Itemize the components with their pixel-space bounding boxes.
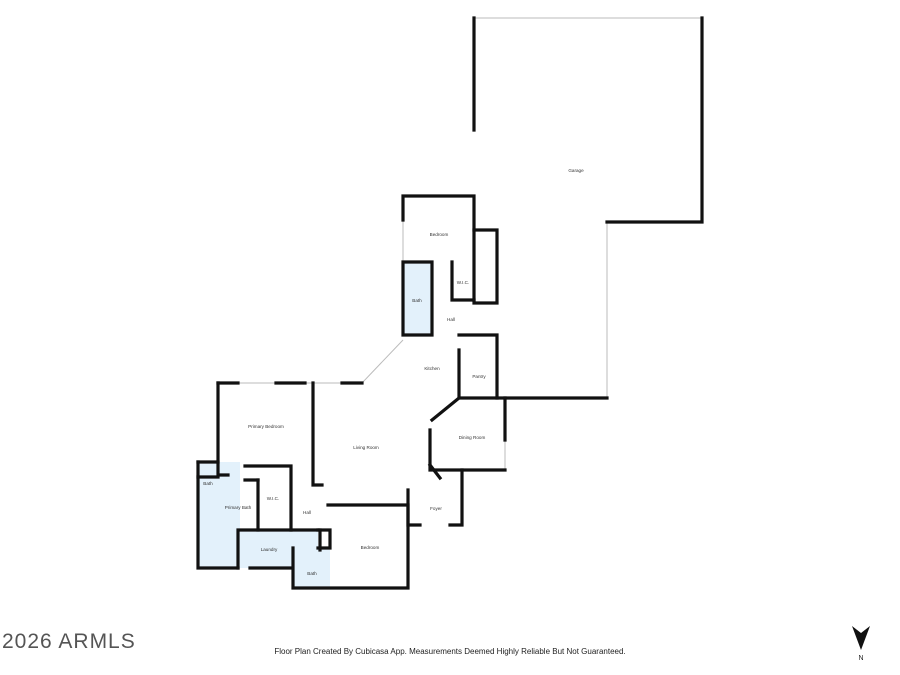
room-label-dining-room: Dining Room	[459, 435, 486, 440]
room-label-hall-lower: Hall	[303, 510, 311, 515]
primary-bath-fill	[198, 462, 240, 568]
room-label-wic-lower: W.I.C.	[267, 496, 280, 501]
bath-lower-fill	[294, 548, 330, 588]
room-label-kitchen: Kitchen	[424, 366, 440, 371]
walls	[196, 16, 704, 590]
room-label-bedroom-lower: Bedroom	[361, 545, 380, 550]
room-label-primary-bath: Primary Bath	[225, 505, 252, 510]
bath-upper-fill	[404, 262, 432, 335]
room-label-foyer: Foyer	[430, 506, 442, 511]
compass: N	[848, 624, 874, 662]
credit-text: Floor Plan Created By Cubicasa App. Meas…	[274, 647, 626, 656]
room-label-laundry: Laundry	[261, 547, 278, 552]
watermark: 2026 ARMLS	[2, 630, 136, 653]
compass-label: N	[858, 655, 864, 662]
room-label-bath-upper: Bath	[412, 298, 422, 303]
room-label-primary-bedroom: Primary Bedroom	[248, 424, 284, 429]
room-label-wic-upper: W.I.C.	[457, 280, 470, 285]
room-label-living-room: Living Room	[353, 445, 379, 450]
room-label-hall-upper: Hall	[447, 317, 455, 322]
room-label-bedroom-upper: Bedroom	[430, 232, 449, 237]
room-label-garage: Garage	[568, 168, 584, 173]
room-label-bath-small: Bath	[203, 481, 213, 486]
room-label-pantry: Pantry	[472, 374, 486, 379]
north-arrow-icon	[852, 626, 870, 650]
room-label-bath-lower: Bath	[307, 571, 317, 576]
windows	[197, 17, 702, 589]
